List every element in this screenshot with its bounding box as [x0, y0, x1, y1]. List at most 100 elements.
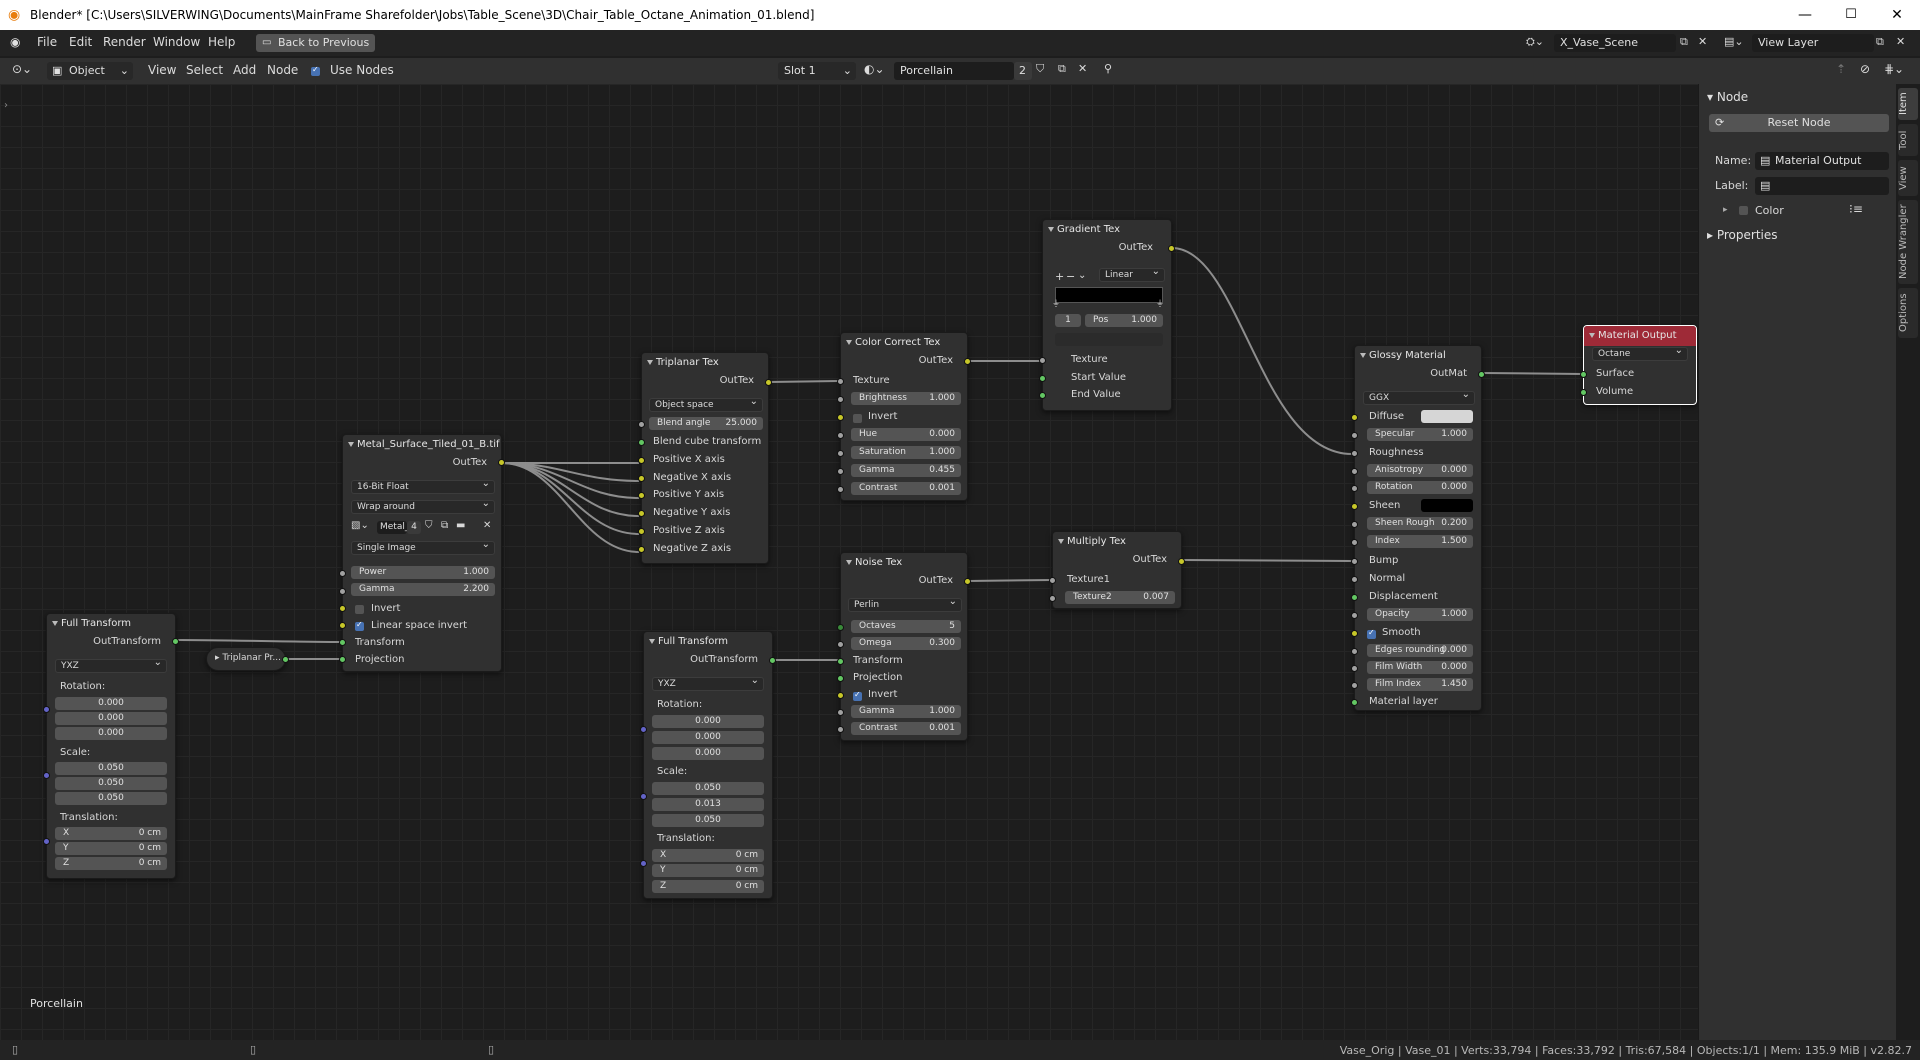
out-tex-socket[interactable] [498, 459, 505, 466]
saturation-socket[interactable] [837, 450, 844, 457]
start-value-socket[interactable] [1039, 375, 1046, 382]
translation-socket[interactable] [43, 838, 50, 845]
scale-y-field[interactable]: 0.050 [55, 777, 167, 790]
translation-socket[interactable] [640, 860, 647, 867]
octaves-socket[interactable] [837, 624, 844, 631]
material-layer-socket[interactable] [1351, 699, 1358, 706]
object-mode-dropdown[interactable]: ▣ Object ⌄ [47, 62, 133, 80]
gamma-socket[interactable] [339, 588, 346, 595]
node-color-correct-tex[interactable]: Color Correct Tex OutTex Texture Brightn… [837, 332, 971, 501]
transform-socket[interactable] [837, 658, 844, 665]
menu-render[interactable]: Render [103, 35, 146, 49]
material-browse-icon[interactable]: ◐⌄ [864, 62, 885, 76]
negative-x-socket[interactable] [638, 475, 645, 482]
scale-z-field[interactable]: 0.050 [55, 792, 167, 805]
delete-view-layer-icon[interactable]: ✕ [1896, 35, 1906, 48]
render-engine-dropdown[interactable]: Octane [1592, 345, 1688, 361]
negative-y-socket[interactable] [638, 510, 645, 517]
displacement-socket[interactable] [1351, 594, 1358, 601]
unlink-material-icon[interactable]: ✕ [1078, 62, 1088, 75]
menu-select[interactable]: Select [186, 63, 224, 77]
node-panel-header[interactable]: ▾ Node [1707, 90, 1749, 104]
sheen-rough-socket[interactable] [1351, 521, 1358, 528]
new-scene-icon[interactable]: ⧉ [1680, 35, 1688, 48]
slot-dropdown[interactable]: Slot 1 ⌄ [778, 62, 856, 80]
roughness-socket[interactable] [1351, 450, 1358, 457]
node-name-field[interactable]: ▤ Material Output [1755, 152, 1889, 170]
edges-rounding-socket[interactable] [1351, 648, 1358, 655]
invert-socket[interactable] [837, 692, 844, 699]
out-transform-socket[interactable] [172, 638, 179, 645]
gamma-socket[interactable] [837, 468, 844, 475]
sheen-color-swatch[interactable] [1421, 499, 1473, 512]
material-users-count[interactable]: 2 [1014, 62, 1032, 80]
contrast-socket[interactable] [837, 726, 844, 733]
rotation-z-field[interactable]: 0.000 [652, 747, 764, 760]
diffuse-socket[interactable] [1351, 414, 1358, 421]
rotation-order-dropdown[interactable]: YXZ [652, 675, 764, 691]
scale-socket[interactable] [640, 793, 647, 800]
invert-socket[interactable] [339, 605, 346, 612]
pin-icon[interactable]: ⚲ [1104, 62, 1113, 75]
diffuse-color-swatch[interactable] [1421, 410, 1473, 423]
positive-z-socket[interactable] [638, 528, 645, 535]
node-glossy-material[interactable]: Glossy Material OutMat GGX Diffuse Specu… [1351, 345, 1485, 711]
sheen-socket[interactable] [1351, 503, 1358, 510]
transform-socket[interactable] [339, 639, 346, 646]
out-mat-socket[interactable] [1478, 371, 1485, 378]
color-checkbox[interactable] [1739, 206, 1748, 215]
stop-handle-left-icon[interactable]: ⏚ [1052, 299, 1060, 308]
menu-help[interactable]: Help [208, 35, 236, 49]
projection-out-socket[interactable] [282, 656, 289, 663]
rotation-order-dropdown[interactable]: YXZ [55, 657, 167, 673]
end-value-socket[interactable] [1039, 392, 1046, 399]
scale-x-field[interactable]: 0.050 [55, 762, 167, 775]
out-transform-socket[interactable] [769, 657, 776, 664]
node-full-transform-2[interactable]: Full Transform OutTransform YXZ Rotation… [640, 631, 776, 899]
image-name-field[interactable]: Metal_ [377, 521, 409, 534]
negative-z-socket[interactable] [638, 546, 645, 553]
active-stop-index-field[interactable]: 1 [1055, 314, 1081, 327]
interpolation-dropdown[interactable]: Linear [1099, 266, 1165, 282]
stop-color-swatch[interactable] [1055, 333, 1163, 346]
normal-socket[interactable] [1351, 576, 1358, 583]
view-layer-icon[interactable]: ▤⌄ [1724, 35, 1744, 48]
unlink-image-icon[interactable]: ✕ [483, 520, 492, 531]
tab-item[interactable]: Item [1898, 88, 1918, 120]
wrap-mode-dropdown[interactable]: Wrap around [351, 498, 495, 514]
scale-socket[interactable] [43, 772, 50, 779]
menu-file[interactable]: File [37, 35, 58, 49]
fake-user-shield-icon[interactable]: ⛉ [1036, 62, 1045, 75]
image-source-dropdown[interactable]: Single Image [351, 539, 495, 555]
node-triplanar-projection-collapsed[interactable]: ▸ Triplanar Pr... [206, 647, 289, 671]
menu-window[interactable]: Window [153, 35, 201, 49]
blender-menu-icon[interactable]: ◉ [10, 35, 21, 49]
node-triplanar-tex[interactable]: Triplanar Tex OutTex Object space Blend … [638, 352, 772, 564]
parent-tree-icon[interactable]: ⇡ [1836, 62, 1847, 76]
scene-field[interactable]: X_Vase_Scene [1554, 34, 1676, 52]
menu-node[interactable]: Node [267, 63, 299, 77]
tab-options[interactable]: Options [1898, 288, 1918, 338]
rotation-socket[interactable] [43, 706, 50, 713]
image-users-count[interactable]: 4 [407, 521, 421, 534]
close-button[interactable]: ✕ [1891, 7, 1903, 23]
delete-scene-icon[interactable]: ✕ [1698, 35, 1708, 48]
hue-socket[interactable] [837, 432, 844, 439]
node-material-output[interactable]: Material Output Octane Surface Volume [1580, 325, 1697, 405]
scene-selector-icon[interactable]: ⛭⌄ [1526, 35, 1545, 48]
back-to-previous-button[interactable]: ▭ Back to Previous [256, 34, 376, 52]
